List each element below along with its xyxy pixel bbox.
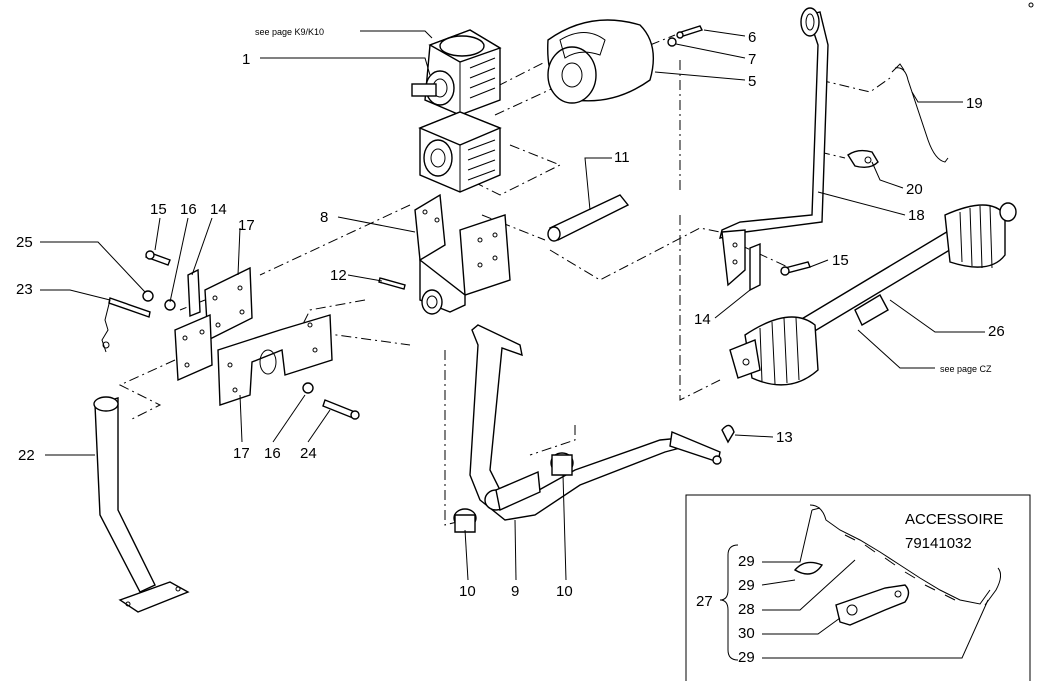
callout-5: 5 [748,73,756,90]
callout-8: 8 [320,209,328,226]
pin-12 [378,277,406,290]
callout-23: 23 [16,281,33,298]
bracket-30 [835,584,910,626]
leader-lines [40,29,989,659]
corner-mark [1028,2,1034,8]
knob-20 [847,149,879,169]
callout-14-left: 14 [210,201,227,218]
support-plate-middle [174,313,213,382]
support-plate-lower [217,314,333,406]
callout-12: 12 [330,267,347,284]
gearbox-upper [411,29,502,116]
shaft-sleeve [547,194,630,242]
callout-29-bottom: 29 [738,649,755,666]
gearbox-lower [418,111,502,193]
callout-26: 26 [988,323,1005,340]
bolt-15-left [145,250,171,266]
lock-pin-23 [101,297,151,353]
accessory-box [685,494,1031,681]
callout-16-left: 16 [180,201,197,218]
callout-20: 20 [906,181,923,198]
callout-7: 7 [748,51,756,68]
callout-10-left: 10 [459,583,476,600]
callout-15-left: 15 [150,201,167,218]
callout-10-right: 10 [556,583,573,600]
screw-6 [676,25,703,39]
callout-labels: 1 5 6 7 8 9 10 10 11 12 13 14 14 15 15 1… [16,29,1005,666]
mount-bracket [414,193,511,315]
nut-25 [142,290,154,302]
callout-11: 11 [614,149,630,166]
reference-top: see page K9/K10 [255,27,324,37]
callout-22: 22 [18,447,35,464]
callout-9: 9 [511,583,519,600]
callout-17-lower: 17 [233,445,250,462]
plate-14-left [187,268,201,318]
callout-29-middle: 29 [738,577,755,594]
accessory-title: ACCESSOIRE [905,511,1003,528]
accessory-code: 79141032 [905,535,972,552]
crank-handle [453,324,722,533]
callout-16-right: 16 [264,445,281,462]
callout-19: 19 [966,95,983,112]
chain-28 [809,504,991,605]
washer-7 [667,37,677,47]
plate-14-right [749,242,761,292]
callout-24: 24 [300,445,317,462]
callout-15-right: 15 [832,252,849,269]
reference-shaft: see page CZ [940,364,992,374]
bolt-24 [322,399,360,420]
callout-13: 13 [776,429,793,446]
callout-14-right: 14 [694,311,711,328]
hook-29 [793,561,1002,606]
callout-27: 27 [696,593,713,610]
clip-13 [721,424,735,444]
callout-25: 25 [16,234,33,251]
callout-18: 18 [908,207,925,224]
callout-17-upper: 17 [238,217,255,234]
lever-arm [719,7,829,287]
support-plate-upper [204,266,253,342]
spring-clip-19 [891,63,949,163]
support-stand [93,396,190,613]
bolt-15-right [780,261,811,276]
callout-28: 28 [738,601,755,618]
callout-1: 1 [242,51,250,68]
reference-texts: see page K9/K10 see page CZ ACCESSOIRE 7… [255,27,1003,552]
guard-cover [547,19,654,104]
pto-shaft [729,202,1017,386]
callout-29-top: 29 [738,553,755,570]
callout-6: 6 [748,29,756,46]
washer-16-right [302,382,314,394]
callout-30: 30 [738,625,755,642]
